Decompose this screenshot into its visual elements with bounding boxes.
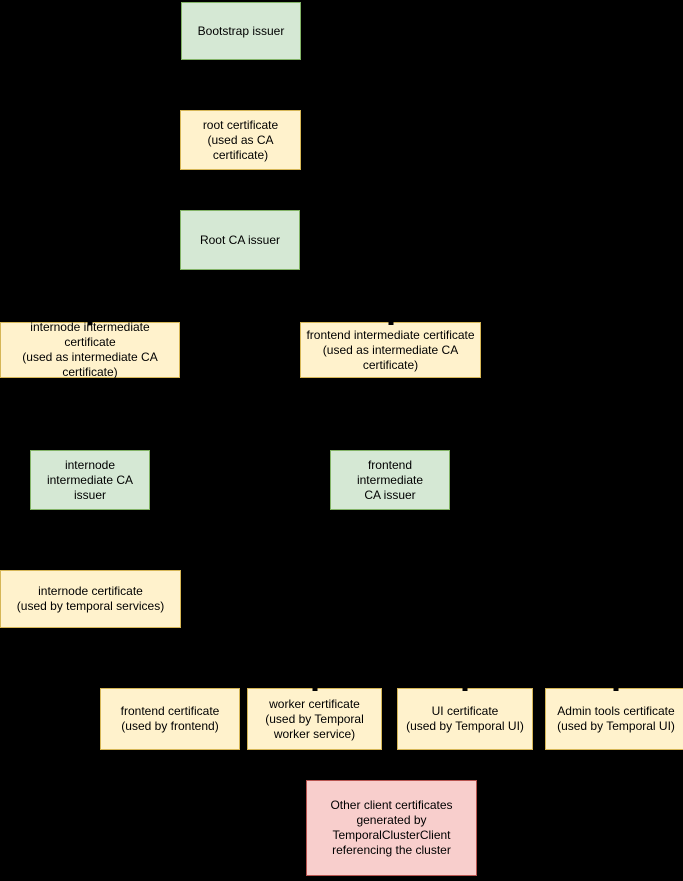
node-label: root certificate (used as CA certificate… xyxy=(202,117,279,162)
connector-arrowhead-tip xyxy=(87,322,93,325)
node-label: internode certificate (used by temporal … xyxy=(16,584,165,613)
node-root-ca-issuer: Root CA issuer xyxy=(180,210,300,270)
node-internode-intermediate-ca-issuer: internode intermediate CA issuer xyxy=(30,450,150,510)
node-label: internode intermediate certificate (used… xyxy=(22,320,158,379)
node-frontend-certificate: frontend certificate (used by frontend) xyxy=(100,688,240,750)
node-label: Other client certificates generated by T… xyxy=(330,798,453,857)
connector-arrowhead-tip xyxy=(613,688,619,691)
node-label: Bootstrap issuer xyxy=(197,23,285,38)
node-bootstrap-issuer: Bootstrap issuer xyxy=(181,2,301,60)
node-label: Admin tools certificate (used by Tempora… xyxy=(557,704,675,733)
node-other-client-certificates: Other client certificates generated by T… xyxy=(306,780,477,876)
connector-arrowhead-tip xyxy=(312,688,317,691)
node-label: worker certificate (used by Temporal wor… xyxy=(265,696,364,741)
node-label: Root CA issuer xyxy=(199,232,281,247)
node-internode-certificate: internode certificate (used by temporal … xyxy=(0,570,181,628)
node-internode-intermediate-certificate: internode intermediate certificate (used… xyxy=(0,320,180,379)
node-label: internode intermediate CA issuer xyxy=(46,457,134,502)
node-label: frontend certificate (used by frontend) xyxy=(120,704,220,733)
connector-arrowhead-tip xyxy=(462,688,468,691)
node-admin-tools-certificate: Admin tools certificate (used by Tempora… xyxy=(545,688,683,750)
connector-arrowhead-tip xyxy=(388,322,393,325)
node-label: frontend intermediate CA issuer xyxy=(356,457,424,502)
node-ui-certificate: UI certificate (used by Temporal UI) xyxy=(397,688,533,750)
node-label: frontend intermediate certificate (used … xyxy=(306,327,475,372)
node-worker-certificate: worker certificate (used by Temporal wor… xyxy=(247,688,382,750)
node-label: UI certificate (used by Temporal UI) xyxy=(406,704,524,733)
node-frontend-intermediate-certificate: frontend intermediate certificate (used … xyxy=(300,322,481,378)
node-frontend-intermediate-ca-issuer: frontend intermediate CA issuer xyxy=(330,450,450,510)
node-root-certificate: root certificate (used as CA certificate… xyxy=(180,110,301,170)
